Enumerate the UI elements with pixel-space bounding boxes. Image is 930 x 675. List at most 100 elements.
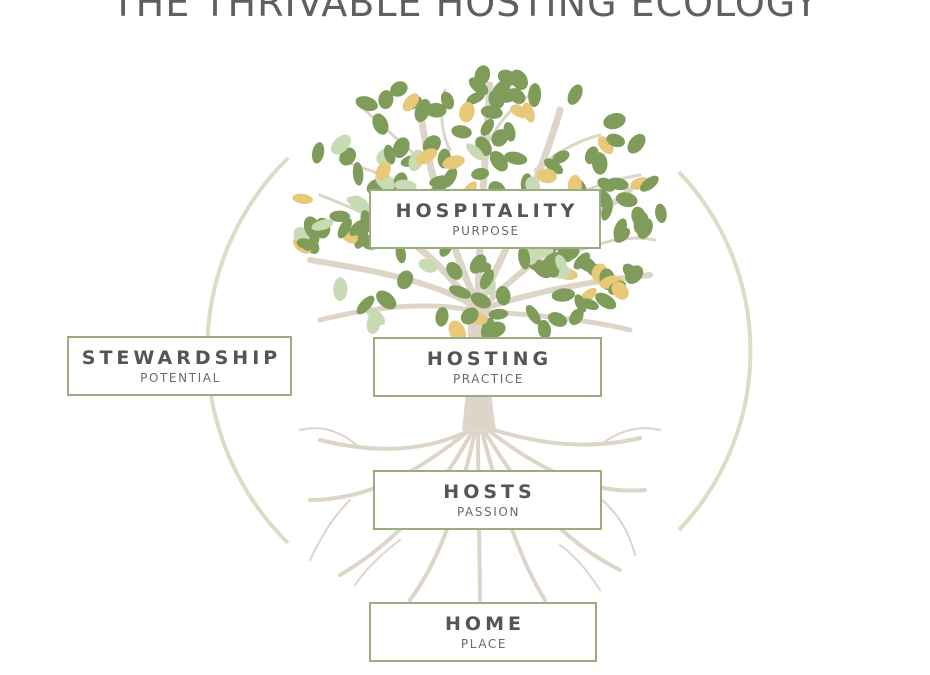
leaf-147 (627, 133, 646, 154)
leaf-41 (418, 258, 438, 273)
leaf-17 (544, 158, 564, 175)
hosting-label: HOSTING (426, 347, 553, 370)
leaf-187 (555, 254, 568, 273)
leaf-58 (392, 137, 410, 158)
branch-11 (533, 133, 602, 172)
leaf-31 (468, 77, 489, 96)
leaf-14 (495, 285, 511, 306)
hosts-label: HOSTS (443, 480, 536, 503)
leaf-13 (466, 91, 485, 105)
leaf-0 (329, 210, 350, 223)
leaf-146 (366, 307, 386, 326)
leaf-48 (383, 144, 396, 165)
leaf-105 (397, 270, 414, 290)
leaf-128 (292, 193, 313, 204)
leaf-44 (448, 285, 472, 299)
leaf-18 (378, 90, 394, 110)
leaf-111 (375, 161, 391, 180)
leaf-7 (625, 265, 644, 284)
leaf-150 (606, 133, 625, 148)
hospitality-label: HOSPITALITY (395, 199, 579, 222)
leaf-78 (488, 308, 509, 320)
purpose-label: PURPOSE (452, 223, 520, 238)
stewardship-box: STEWARDSHIP POTENTIAL (67, 336, 292, 396)
leaf-114 (394, 179, 417, 192)
potential-label: POTENTIAL (140, 370, 221, 385)
leaf-99 (489, 150, 508, 172)
leaf-180 (525, 304, 541, 325)
leaf-120 (435, 307, 449, 327)
leaf-49 (474, 65, 491, 86)
leaf-87 (414, 98, 431, 123)
leaf-74 (655, 203, 667, 223)
leaf-164 (537, 319, 552, 339)
leaf-137 (528, 83, 542, 108)
leaf-57 (311, 142, 325, 164)
leaf-177 (614, 227, 631, 243)
root-11 (599, 497, 636, 556)
leaf-189 (518, 245, 531, 270)
leaf-174 (510, 104, 530, 119)
leaf-92 (567, 84, 583, 105)
leaf-113 (442, 155, 465, 170)
leaf-68 (451, 125, 472, 139)
leaf-94 (372, 113, 389, 135)
diagram-title: THE THRIVABLE HOSTING ECOLOGY (111, 0, 819, 25)
leaf-184 (569, 308, 584, 326)
hosting-box: HOSTING PRACTICE (373, 337, 602, 397)
leaf-166 (415, 148, 438, 165)
hospitality-box: HOSPITALITY PURPOSE (369, 189, 601, 249)
passion-label: PASSION (456, 504, 521, 519)
leaf-100 (337, 218, 352, 239)
leaf-148 (551, 288, 575, 302)
leaf-24 (440, 91, 455, 110)
leaf-186 (470, 292, 491, 309)
leaf-46 (607, 177, 629, 191)
leaf-126 (402, 93, 420, 112)
leaf-159 (356, 295, 375, 315)
leaf-50 (552, 150, 570, 164)
leaf-167 (425, 102, 447, 118)
leaf-98 (491, 129, 509, 147)
leaf-132 (459, 102, 475, 123)
branch-1 (307, 257, 475, 308)
root-9 (299, 427, 361, 449)
home-label: HOME (445, 612, 525, 635)
place-label: PLACE (460, 636, 508, 651)
leaf-135 (574, 294, 587, 313)
leaf-179 (591, 152, 608, 175)
leaf-72 (547, 312, 568, 327)
leaf-42 (603, 112, 626, 130)
leaf-96 (333, 277, 348, 302)
leaf-108 (349, 195, 370, 214)
leaf-130 (355, 96, 378, 112)
practice-label: PRACTICE (452, 371, 525, 386)
root-8 (486, 426, 642, 447)
ecology-circle-right-arc (677, 170, 753, 532)
home-box: HOME PLACE (369, 602, 597, 662)
stewardship-label: STEWARDSHIP (81, 346, 282, 369)
leaf-133 (611, 281, 629, 300)
leaf-183 (460, 307, 479, 325)
root-13 (354, 539, 401, 586)
leaf-138 (296, 238, 315, 250)
leaf-110 (390, 81, 408, 97)
leaf-173 (311, 219, 334, 231)
root-0 (318, 428, 472, 451)
leaf-178 (615, 192, 638, 208)
leaf-176 (466, 143, 485, 161)
leaf-152 (446, 261, 463, 280)
root-10 (309, 499, 351, 561)
leaf-67 (471, 167, 490, 180)
leaf-27 (595, 292, 617, 310)
root-12 (599, 427, 661, 446)
leaf-158 (536, 168, 557, 184)
leaf-165 (331, 134, 351, 155)
root-14 (559, 544, 601, 591)
leaf-82 (640, 175, 659, 192)
leaf-103 (480, 118, 495, 136)
leaf-182 (636, 218, 653, 239)
leaf-175 (497, 69, 518, 86)
leaf-129 (469, 254, 487, 274)
leaf-36 (504, 151, 528, 165)
